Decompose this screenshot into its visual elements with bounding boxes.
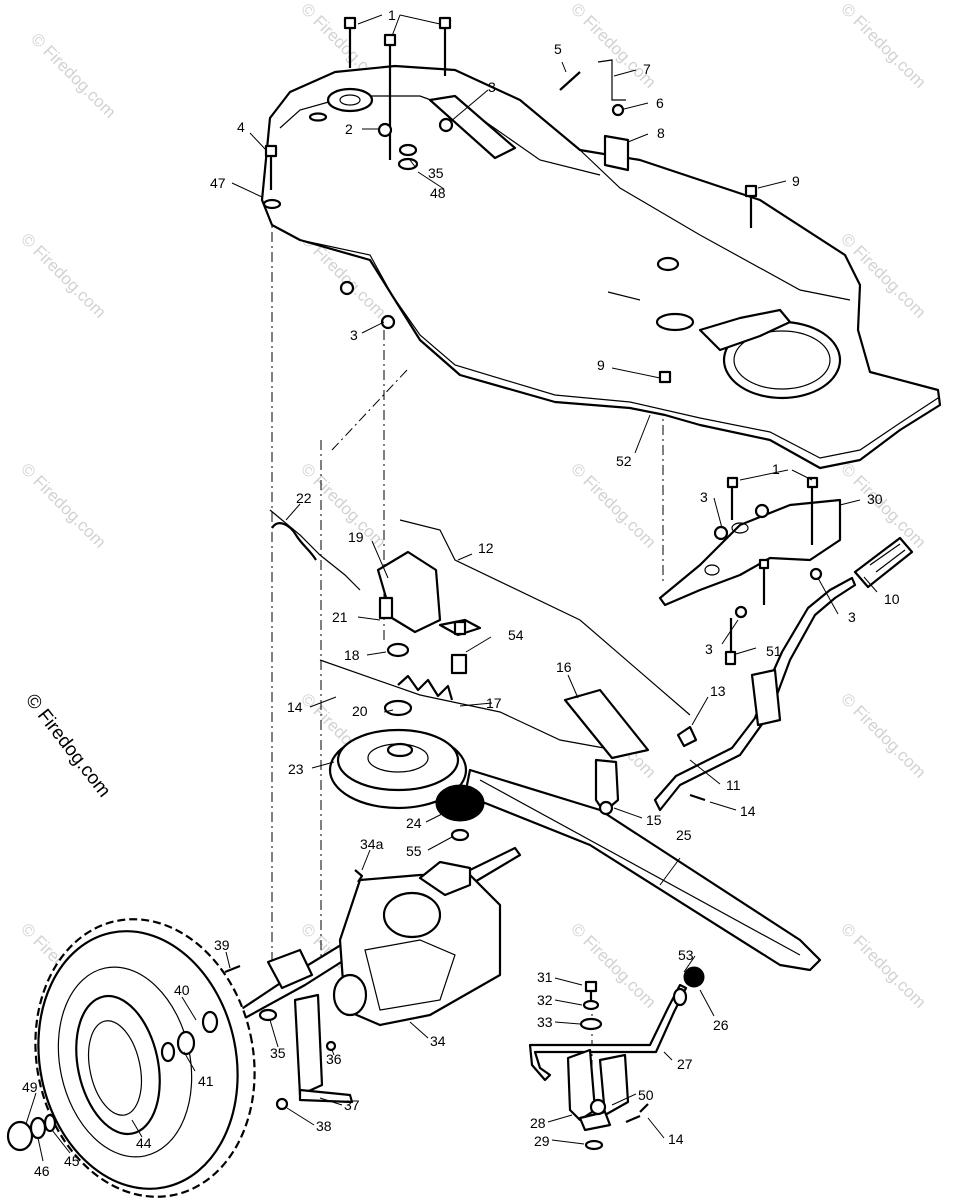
callout-29: 29 (534, 1133, 550, 1149)
watermark: © Firedog.com (17, 459, 109, 551)
callout-41: 41 (198, 1073, 214, 1089)
callout-47: 47 (210, 175, 226, 191)
callout-37: 37 (344, 1097, 360, 1113)
callout-19: 19 (348, 529, 364, 545)
callout-3: 3 (705, 641, 713, 657)
callout-22: 22 (296, 490, 312, 506)
callout-8: 8 (657, 125, 665, 141)
callout-51: 51 (766, 643, 782, 659)
callout-49: 49 (22, 1079, 38, 1095)
callout-3: 3 (700, 489, 708, 505)
callout-24: 24 (406, 815, 422, 831)
clutch-linkage (563, 688, 706, 816)
callout-14: 14 (668, 1131, 684, 1147)
watermark: © Firedog.com (567, 459, 659, 551)
callout-31: 31 (537, 969, 553, 985)
callout-28: 28 (530, 1115, 546, 1131)
callout-27: 27 (677, 1056, 693, 1072)
callout-14: 14 (287, 699, 303, 715)
watermark: © Firedog.com (27, 29, 119, 121)
watermark: © Firedog.com (567, 0, 659, 92)
callout-14: 14 (740, 803, 756, 819)
callout-9: 9 (597, 357, 605, 373)
watermark: © Firedog.com (837, 689, 929, 781)
callout-10: 10 (884, 591, 900, 607)
callout-5: 5 (554, 41, 562, 57)
callout-45: 45 (64, 1153, 80, 1169)
callout-labels: 1 2 3 4 47 35 48 5 7 6 8 9 3 9 52 1 3 30… (22, 7, 900, 1179)
callout-3: 3 (848, 609, 856, 625)
callout-1: 1 (772, 461, 780, 477)
pedal-assembly (653, 476, 914, 812)
callout-23: 23 (288, 761, 304, 777)
watermark: © Firedog.com (837, 459, 929, 551)
callout-11: 11 (726, 777, 741, 793)
copyright-watermark: © Firedog.com (21, 690, 114, 801)
callout-33: 33 (537, 1014, 553, 1030)
callout-6: 6 (656, 95, 664, 111)
callout-38: 38 (316, 1118, 332, 1134)
watermark: © Firedog.com (837, 919, 929, 1011)
callout-18: 18 (344, 647, 360, 663)
callout-3: 3 (488, 79, 496, 95)
callout-34a: 34a (360, 836, 384, 852)
callout-7: 7 (643, 61, 651, 77)
callout-4: 4 (237, 119, 245, 135)
callout-50: 50 (638, 1087, 654, 1103)
callout-53: 53 (678, 947, 694, 963)
callout-30: 30 (867, 491, 883, 507)
bolts-top (262, 16, 758, 384)
callout-34: 34 (430, 1033, 446, 1049)
callout-52: 52 (616, 453, 632, 469)
lever-assembly (528, 966, 705, 1151)
watermark: © Firedog.com (17, 229, 109, 321)
callout-9: 9 (792, 173, 800, 189)
callout-2: 2 (345, 121, 353, 137)
callout-55: 55 (406, 843, 422, 859)
callout-44: 44 (136, 1135, 152, 1151)
leader-lines (25, 14, 878, 1162)
callout-12: 12 (478, 540, 494, 556)
callout-39: 39 (214, 937, 230, 953)
callout-3: 3 (350, 327, 358, 343)
callout-13: 13 (710, 683, 726, 699)
callout-48: 48 (430, 185, 446, 201)
transaxle (238, 846, 522, 1111)
callout-17: 17 (486, 695, 502, 711)
idler-bracket-and-rods (269, 509, 691, 751)
watermark: © Firedog.com (567, 919, 659, 1011)
callout-1: 1 (388, 7, 396, 23)
callout-16: 16 (556, 659, 572, 675)
watermark: © Firedog.com (837, 0, 929, 92)
callout-26: 26 (713, 1017, 729, 1033)
callout-40: 40 (174, 982, 190, 998)
callout-54: 54 (508, 627, 524, 643)
wheel-and-tire (6, 918, 256, 1198)
callout-35: 35 (270, 1045, 286, 1061)
callout-15: 15 (646, 812, 662, 828)
callout-36: 36 (326, 1051, 342, 1067)
callout-35: 35 (428, 165, 444, 181)
callout-46: 46 (34, 1163, 50, 1179)
callout-21: 21 (332, 609, 348, 625)
callout-20: 20 (352, 703, 368, 719)
frame-deck (260, 64, 942, 470)
callout-32: 32 (537, 992, 553, 1008)
callout-25: 25 (676, 827, 692, 843)
pulley-and-belt (328, 728, 822, 972)
